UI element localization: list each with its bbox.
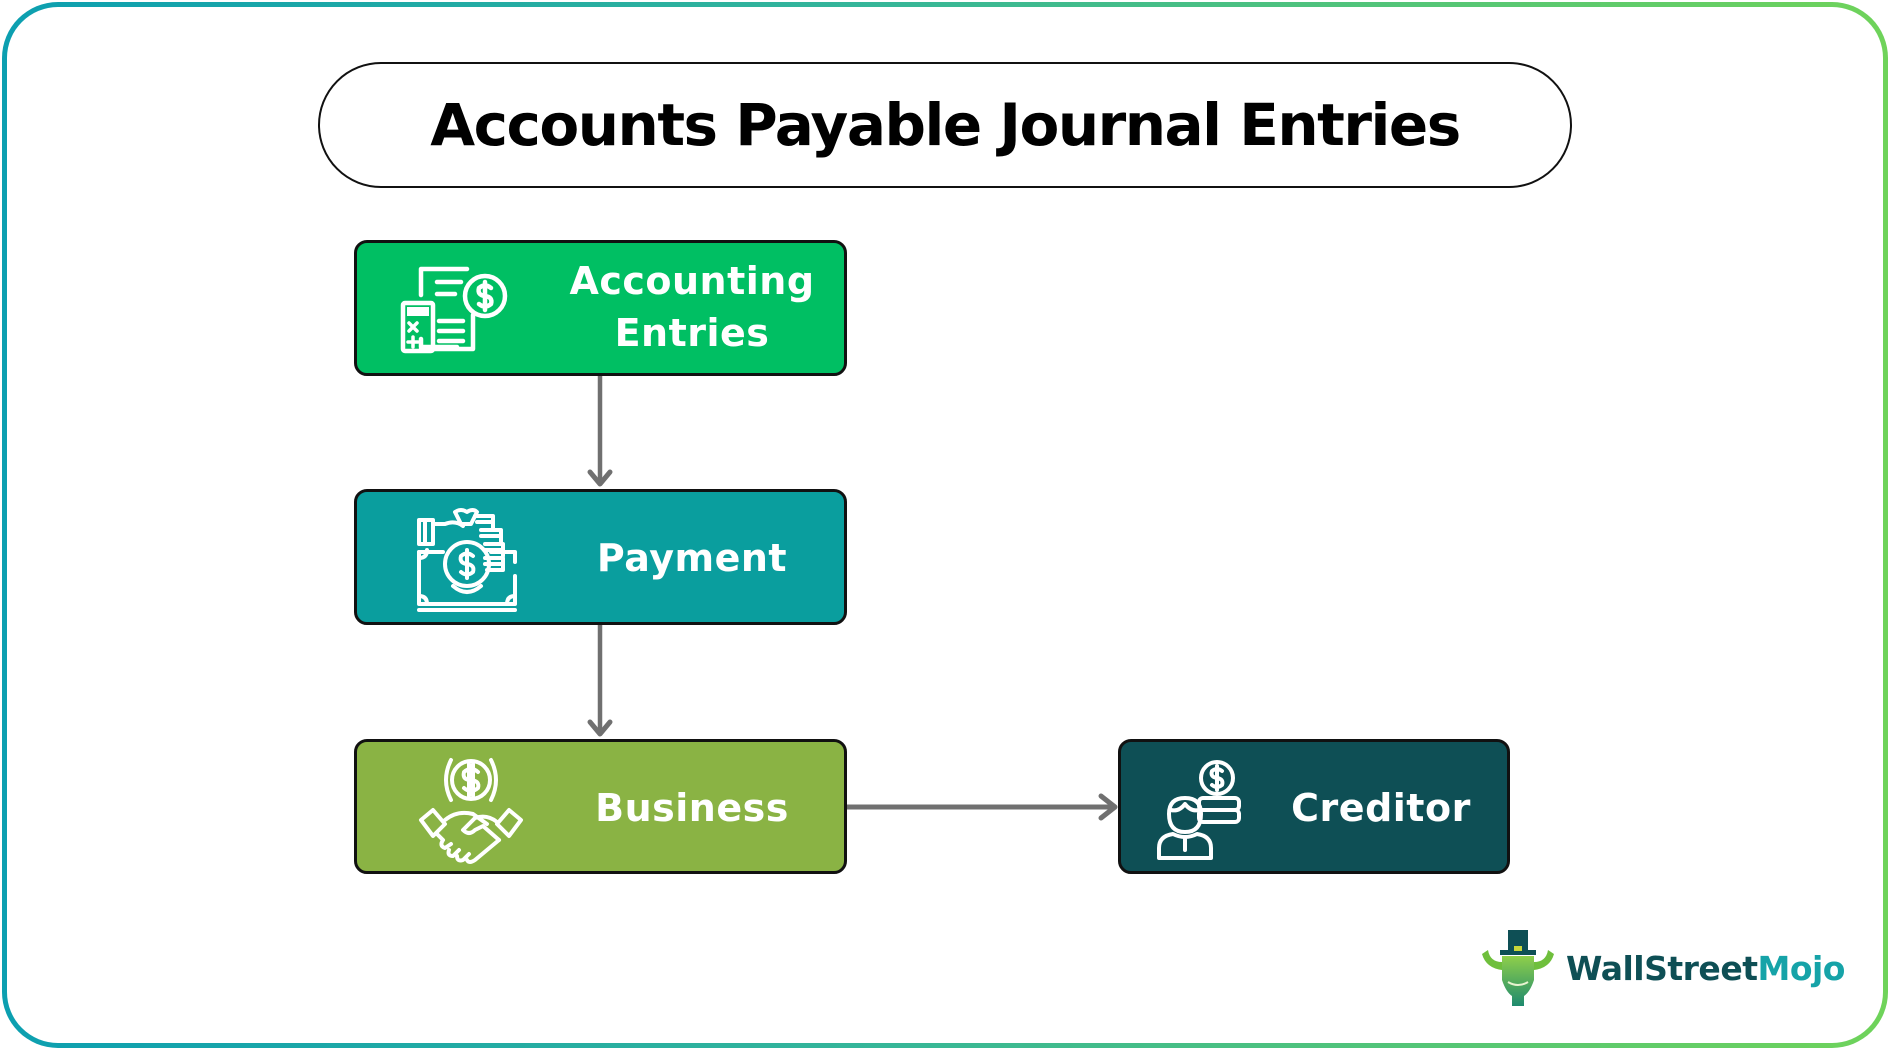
node-label: Creditor: [1291, 786, 1471, 830]
title-banner: Accounts Payable Journal Entries: [318, 62, 1572, 188]
node-payment: Payment: [354, 489, 847, 625]
node-label: Payment: [596, 536, 788, 580]
calculator-document-dollar-icon: [400, 266, 508, 354]
page-title: Accounts Payable Journal Entries: [430, 91, 1461, 159]
node-label-line2: Entries: [614, 311, 770, 355]
logo-wordmark: WallStreetMojo: [1566, 949, 1845, 988]
logo-part2: Mojo: [1757, 948, 1845, 988]
bull-mascot-icon: [1482, 930, 1554, 1006]
wallstreetmojo-logo: WallStreetMojo: [1478, 928, 1848, 1008]
node-label: Business: [595, 786, 789, 830]
logo-part1: WallStreet: [1566, 948, 1758, 988]
node-label-line1: Accounting: [569, 259, 815, 303]
node-creditor: Creditor: [1118, 739, 1510, 874]
person-coins-icon: [1157, 760, 1241, 860]
node-accounting-entries: Accounting Entries: [354, 240, 847, 376]
money-bag-cash-icon: [417, 508, 517, 612]
node-business: Business: [354, 739, 847, 874]
arrow-accounting-to-payment: [587, 376, 613, 487]
handshake-dollar-icon: [419, 758, 523, 864]
arrow-payment-to-business: [587, 625, 613, 737]
arrow-business-to-creditor: [847, 793, 1118, 821]
